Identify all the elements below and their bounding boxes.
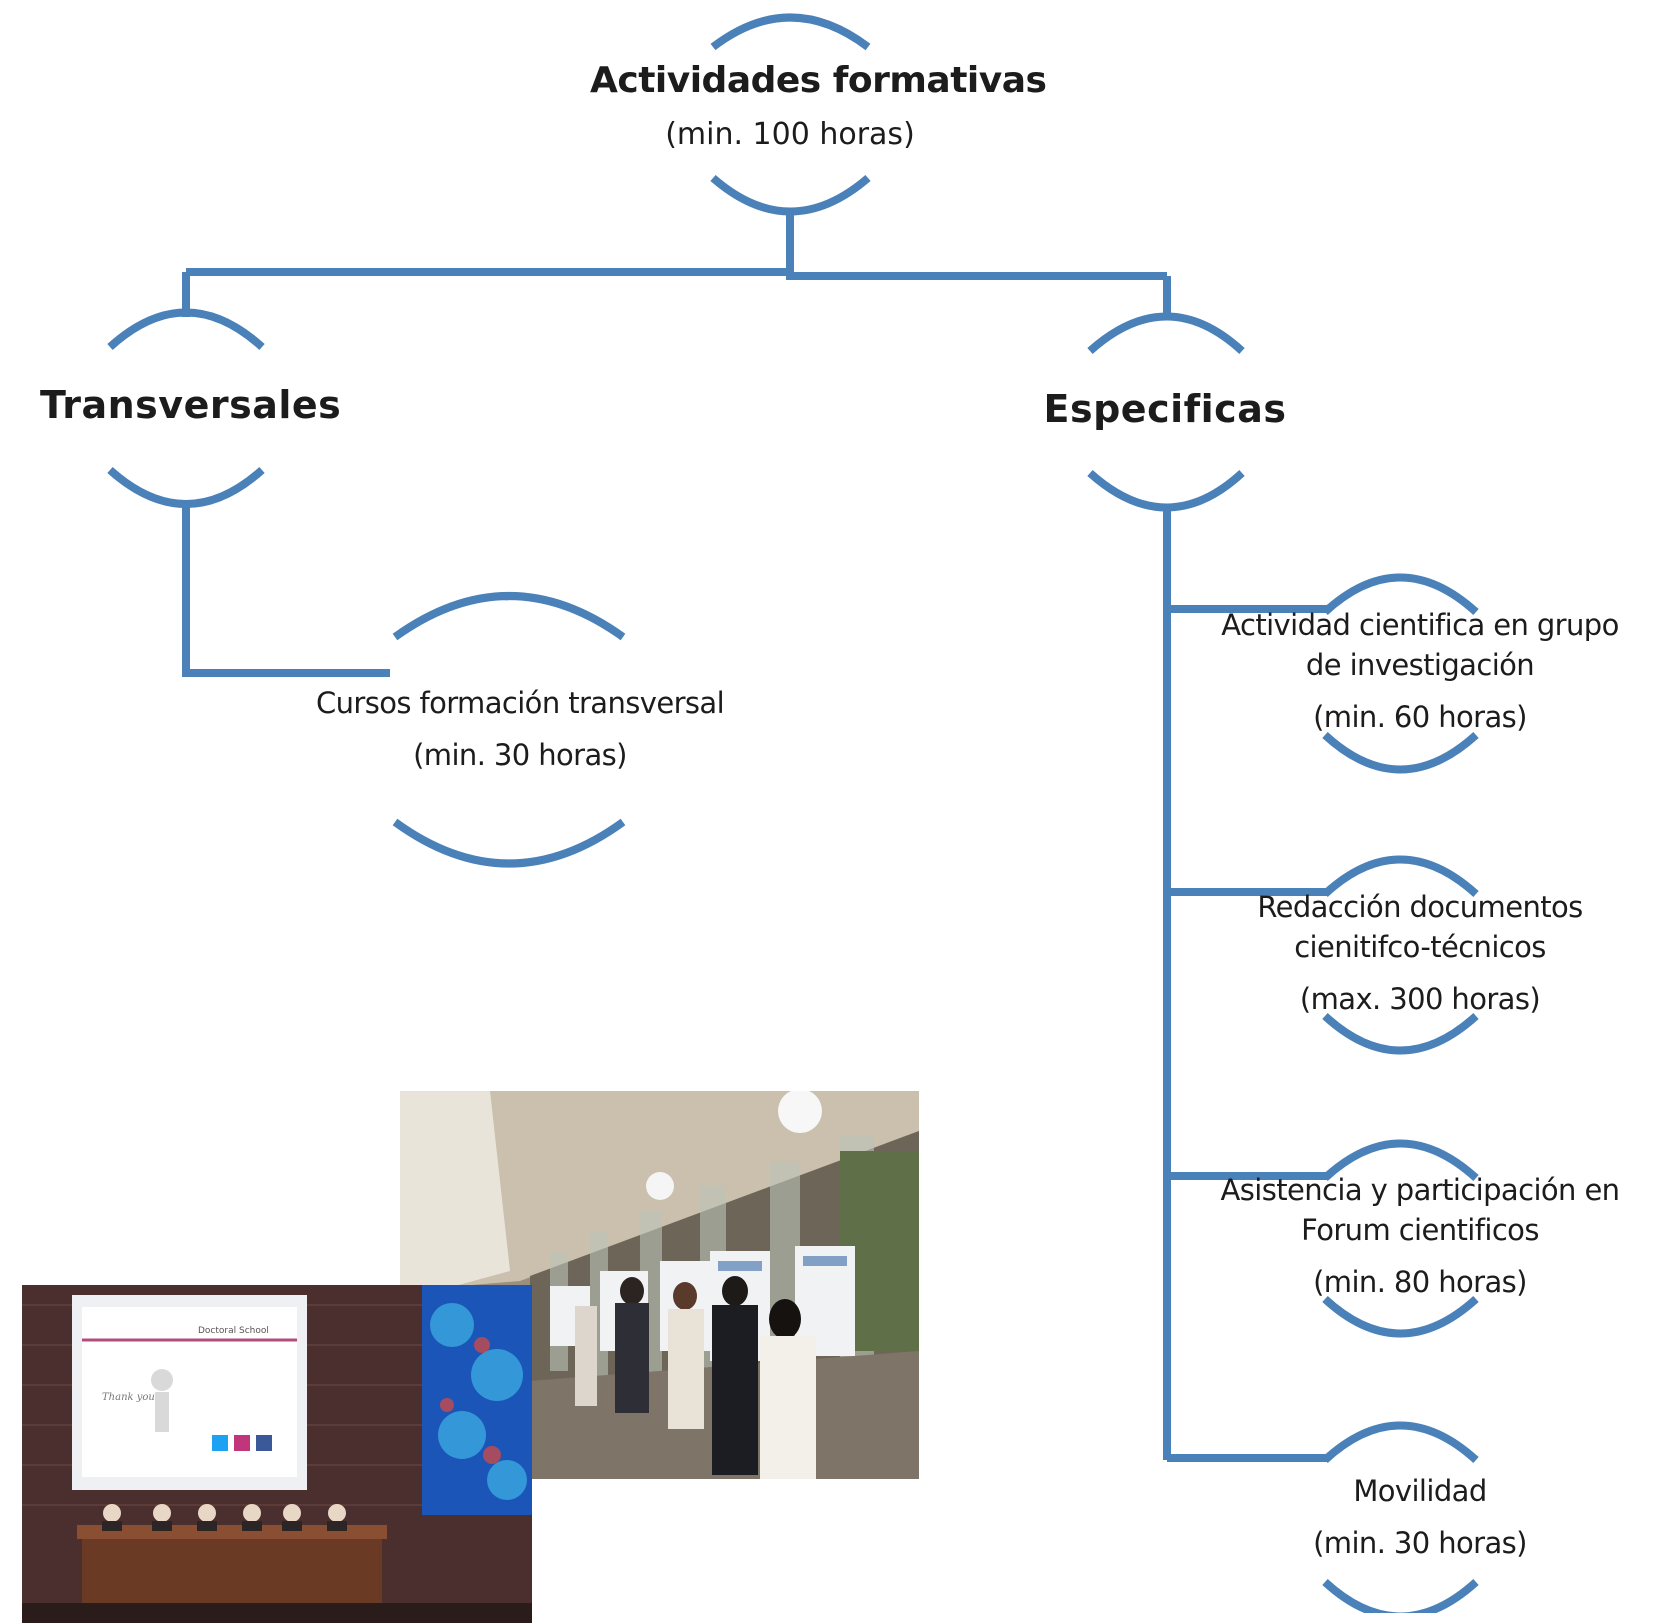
leaf-3-arc-bottom xyxy=(1322,1296,1479,1338)
leaf-technical-writing: Redacción documentos cienitifco-técnicos… xyxy=(1200,887,1640,1019)
transversal-elbow xyxy=(182,505,390,677)
instagram-icon xyxy=(234,1435,250,1451)
leaf-forum-participation: Asistencia y participación en Forum cien… xyxy=(1200,1170,1640,1302)
twitter-icon xyxy=(212,1435,228,1451)
auditorium-scene: Doctoral School Thank you xyxy=(22,1285,532,1623)
leaf-mobility: Movilidad (min. 30 horas) xyxy=(1200,1471,1640,1563)
facebook-icon xyxy=(256,1435,272,1451)
leaf-transversal-arc-bottom xyxy=(392,818,626,868)
leaf-1-arc-top xyxy=(1322,573,1479,615)
leaf-line: Asistencia y participación en xyxy=(1220,1173,1621,1207)
transversal-arc-top xyxy=(107,308,265,350)
specific-arc-top xyxy=(1087,312,1245,354)
branch-specific-title: Especificas xyxy=(1043,387,1287,431)
leaf-3-arc-top xyxy=(1322,1139,1479,1181)
leaf-2-arc-bottom xyxy=(1322,1013,1479,1055)
root-arc-top xyxy=(710,13,871,51)
root-title: Actividades formativas xyxy=(590,60,1047,101)
leaf-line: Forum cientificos xyxy=(1301,1213,1539,1247)
branch-transversal-title: Transversales xyxy=(40,383,342,427)
leaf-line: de investigación xyxy=(1305,648,1535,682)
leaf-line: (max. 300 horas) xyxy=(1299,982,1541,1016)
leaf-line: (min. 80 horas) xyxy=(1313,1265,1527,1299)
leaf-4-arc-bottom xyxy=(1322,1579,1479,1613)
leaf-transversal-courses: Cursos formación transversal (min. 30 ho… xyxy=(300,683,740,775)
leaf-line: Redacción documentos xyxy=(1257,890,1583,924)
leaf-line: (min. 60 horas) xyxy=(1313,700,1527,734)
leaf-line: Cursos formación transversal xyxy=(315,686,725,720)
root-node: Actividades formativas (min. 100 horas) xyxy=(590,60,1047,152)
root-arc-bottom xyxy=(710,174,871,216)
screen-title: Doctoral School xyxy=(198,1326,269,1336)
root-subtitle: (min. 100 horas) xyxy=(665,117,915,152)
auditorium-photo: Doctoral School Thank you xyxy=(22,1285,532,1623)
leaf-line: cienitifco-técnicos xyxy=(1294,930,1546,964)
specific-arc-bottom xyxy=(1087,470,1245,512)
root-bar xyxy=(186,268,1167,280)
leaf-scientific-activity: Actividad cientifica en grupo de investi… xyxy=(1200,605,1640,737)
leaf-1-arc-bottom xyxy=(1322,732,1479,774)
leaf-2-arc-top xyxy=(1322,855,1479,897)
leaf-line: (min. 30 horas) xyxy=(413,738,627,772)
leaf-line: Actividad cientifica en grupo xyxy=(1221,608,1619,642)
screen-caption: Thank you xyxy=(102,1392,155,1403)
transversal-arc-bottom xyxy=(107,467,265,508)
leaf-line: (min. 30 horas) xyxy=(1313,1526,1527,1560)
leaf-transversal-arc-top xyxy=(392,592,626,641)
leaf-line: Movilidad xyxy=(1353,1474,1487,1508)
leaf-4-arc-top xyxy=(1322,1421,1479,1463)
